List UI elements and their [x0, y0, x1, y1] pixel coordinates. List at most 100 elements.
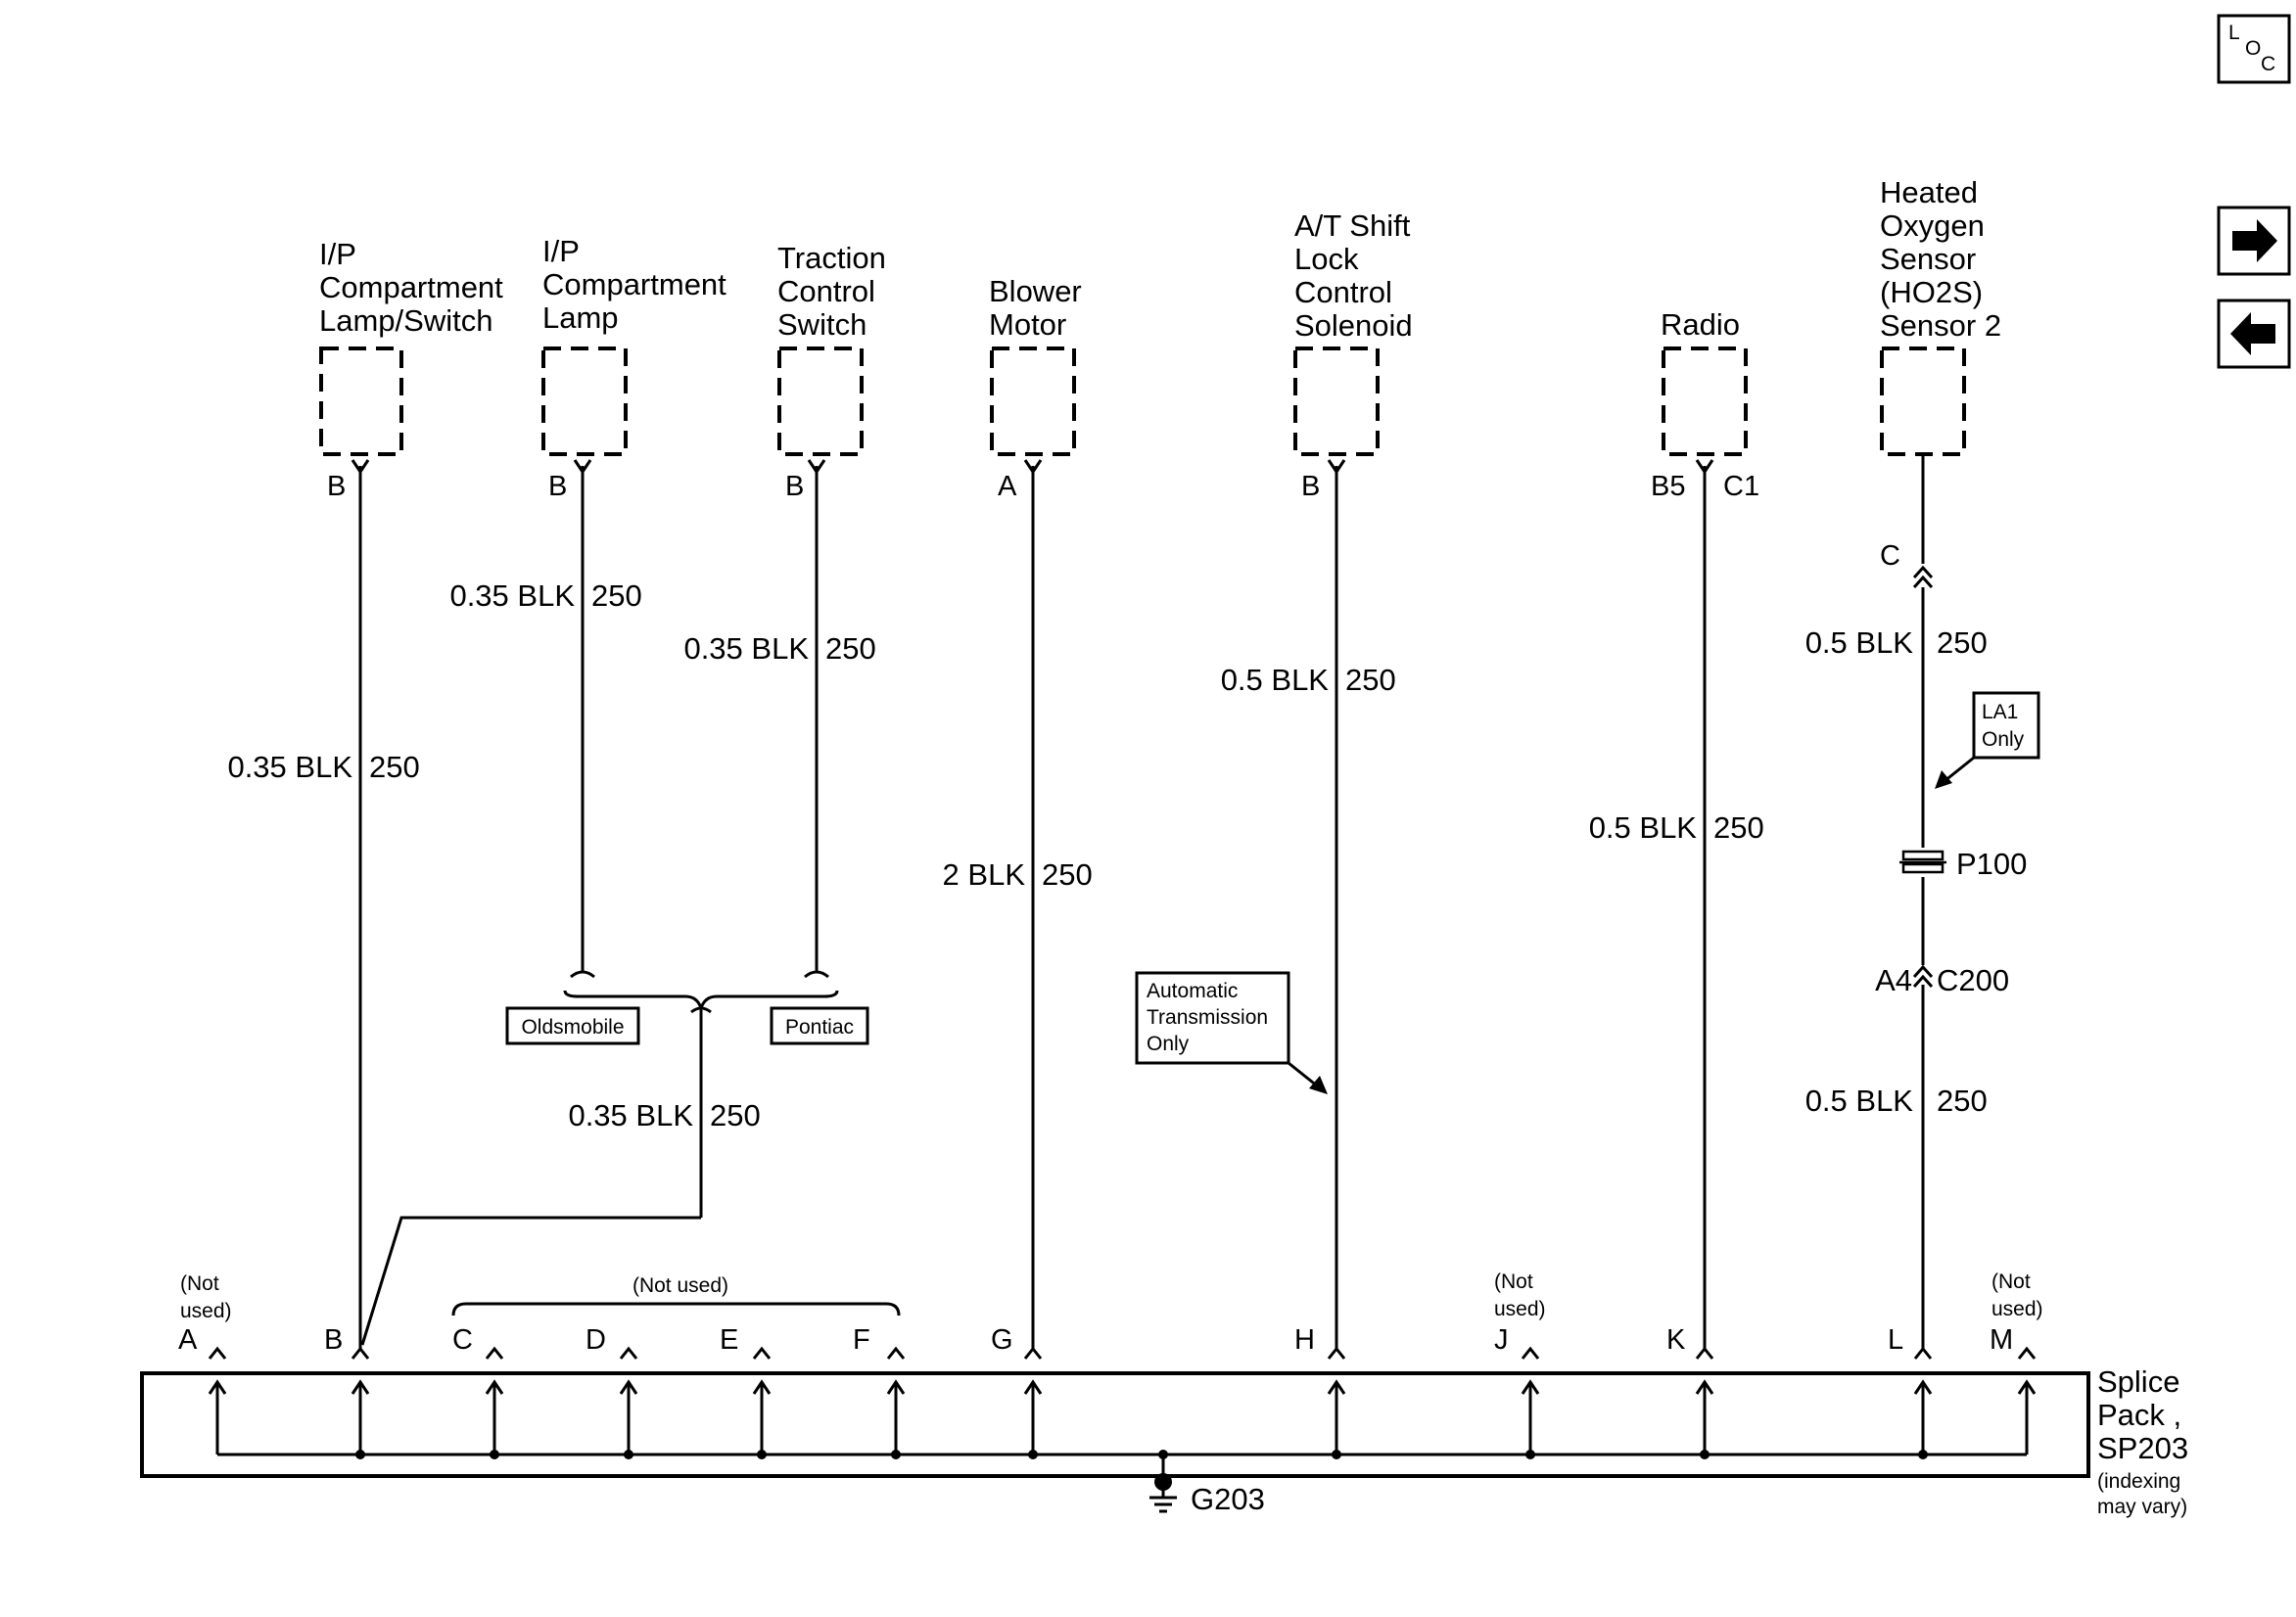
terminal-pin-label: B: [548, 471, 567, 502]
splice-pin-label: B: [324, 1324, 343, 1356]
connector-pin-label: C: [1880, 540, 1900, 572]
wire-size-color: 0.5 BLK: [1805, 1084, 1914, 1118]
component-label-line: Oxygen: [1880, 208, 1985, 243]
note-line: Transmission: [1147, 1006, 1268, 1029]
terminal-pin-label: B5: [1651, 471, 1685, 502]
terminal-pin-label: B: [327, 471, 346, 502]
terminal-pin-label: C1: [1723, 471, 1759, 502]
splice-pin-arrow: [1695, 1379, 1714, 1395]
component-label-line: (HO2S): [1880, 275, 1983, 309]
wire-circuit: 250: [1713, 810, 1764, 845]
note-arrowhead: [1309, 1076, 1328, 1094]
wire-circuit: 250: [1345, 663, 1396, 697]
wire-circuit: 250: [1042, 857, 1093, 892]
wire-circuit: 250: [369, 750, 420, 784]
component-box: [777, 346, 864, 456]
note-line: Automatic: [1147, 980, 1238, 1002]
component-box: [1293, 346, 1380, 456]
connector-mark: [1912, 974, 1934, 989]
component-blower-motor: Blower Motor: [989, 274, 1082, 342]
ground-label: G203: [1191, 1482, 1265, 1516]
wire-circuit: 250: [825, 631, 876, 666]
component-label-line: Blower: [989, 274, 1082, 308]
component-label-line: Compartment: [542, 267, 726, 301]
wire-size-color: 0.35 BLK: [568, 1098, 693, 1132]
splice-pin-mark: [208, 1346, 227, 1360]
splice-junction-dot: [1332, 1450, 1341, 1459]
splice-pack-note: may vary): [2097, 1496, 2187, 1518]
splice-junction-dot: [1028, 1450, 1038, 1459]
component-label-line: Sensor 2: [1880, 308, 2001, 343]
component-radio: Radio: [1661, 307, 1740, 342]
component-label-line: Control: [777, 274, 875, 308]
splice-internal-bus: [208, 1346, 2037, 1459]
loc-button[interactable]: L O C: [2217, 14, 2291, 84]
splice-junction-dot: [1700, 1450, 1710, 1459]
component-label-line: Switch: [777, 307, 867, 342]
not-used-note: used): [1991, 1298, 2043, 1320]
splice-junction-dot: [757, 1450, 767, 1459]
pontiac-badge: Pontiac: [770, 1006, 869, 1045]
splice-pin-mark: [1521, 1346, 1540, 1360]
splice-pin-mark: [752, 1346, 772, 1360]
oldsmobile-badge: Oldsmobile: [505, 1006, 640, 1045]
wire-circuit: 250: [591, 578, 642, 613]
splice-junction-dot: [1918, 1450, 1928, 1459]
wire-size-color: 0.5 BLK: [1221, 663, 1330, 697]
splice-pin-mark: [485, 1346, 504, 1360]
note-arrow: [1944, 756, 1975, 783]
not-used-note: (Not: [180, 1272, 219, 1295]
splice-pack-label: SP203: [2097, 1431, 2188, 1465]
component-label-line: Lock: [1294, 242, 1359, 276]
not-used-note: used): [180, 1300, 232, 1322]
not-used-note: (Not: [1494, 1270, 1533, 1293]
splice-pin-arrow: [208, 1379, 227, 1395]
splice-pin-label: D: [586, 1324, 606, 1356]
la1-only-note: LA1 Only: [1935, 691, 2040, 789]
splice-pin-arrow: [1327, 1379, 1346, 1395]
component-label-line: A/T Shift: [1294, 208, 1411, 243]
splice-pin-mark: [1327, 1346, 1346, 1360]
wire-size-color: 0.35 BLK: [449, 578, 575, 613]
splice-pin-mark: [619, 1346, 638, 1360]
splice-pin-label: H: [1294, 1324, 1315, 1356]
component-label-line: Sensor: [1880, 242, 1976, 276]
note-arrow: [1288, 1061, 1319, 1088]
wire-size-color: 0.5 BLK: [1589, 810, 1698, 845]
component-label-line: I/P: [319, 237, 356, 271]
splice-pin-label: A: [178, 1324, 198, 1356]
component-traction-control-switch: Traction Control Switch: [777, 241, 886, 342]
connector-mark: [1912, 964, 1934, 979]
splice-pin-arrow: [886, 1379, 906, 1395]
terminal-pin-label: B: [785, 471, 804, 502]
splice-pin-arrow: [1521, 1379, 1540, 1395]
splice-pin-label: J: [1494, 1324, 1509, 1356]
note-arrowhead: [1935, 770, 1952, 789]
pontiac-label: Pontiac: [785, 1016, 854, 1039]
c200-label: C200: [1937, 963, 2009, 997]
previous-page-button[interactable]: [2217, 299, 2291, 369]
component-ip-compartment-lamp-switch: I/P Compartment Lamp/Switch: [319, 237, 503, 338]
connector-mark: [1912, 575, 1934, 589]
next-page-button[interactable]: [2217, 206, 2291, 276]
splice-pin-arrow: [485, 1379, 504, 1395]
component-label-line: I/P: [542, 234, 580, 268]
splice-pin-arrow: [752, 1379, 772, 1395]
wire-size-color: 2 BLK: [943, 857, 1026, 892]
splice-pin-label: L: [1888, 1324, 1903, 1356]
component-label-line: Solenoid: [1294, 308, 1413, 343]
note-line: Only: [1147, 1033, 1190, 1055]
connector-mark: [1912, 565, 1934, 579]
splice-pin-arrow: [1023, 1379, 1043, 1395]
left-arrow-icon: [2230, 312, 2275, 355]
wire-size-color: 0.5 BLK: [1805, 625, 1914, 660]
note-line: LA1: [1982, 701, 2018, 723]
splice-pin-mark: [1023, 1346, 1043, 1360]
splice-pin-mark: [1695, 1346, 1714, 1360]
component-box: [319, 346, 403, 456]
splice-pin-label: F: [853, 1324, 870, 1356]
splice-pin-mark: [1913, 1346, 1933, 1360]
wire-size-color: 0.35 BLK: [227, 750, 352, 784]
connector-pin-label: A4: [1875, 963, 1912, 997]
automatic-transmission-note: Automatic Transmission Only: [1135, 971, 1328, 1094]
